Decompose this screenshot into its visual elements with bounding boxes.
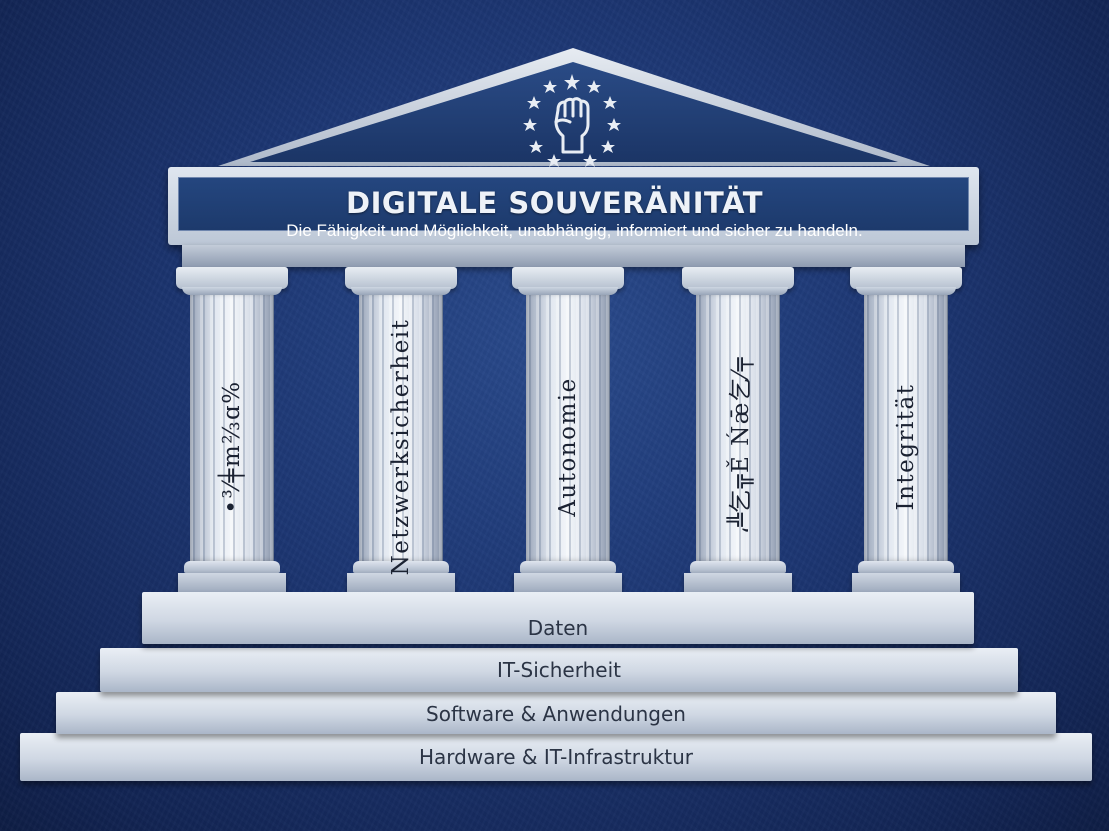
step-hardware: Hardware & IT-Infrastruktur <box>20 733 1092 781</box>
step-label-software: Software & Anwendungen <box>426 702 686 726</box>
step-label-daten: Daten <box>527 616 589 640</box>
pillar-capital <box>345 267 457 295</box>
pillar-label: •³⁄╪m⅔ɑ% <box>219 380 245 514</box>
step-label-it-sicherheit: IT-Sicherheit <box>497 658 621 682</box>
pillar-label: Netzwerksicherheit <box>388 318 414 576</box>
pillar-shaft <box>696 293 780 561</box>
page-subtitle: Die Fähigkeit und Möglichkeit, unabhängi… <box>286 221 863 240</box>
step-software: Software & Anwendungen <box>56 692 1056 734</box>
pillar-1: •³⁄╪m⅔ɑ% <box>176 267 288 597</box>
pillar-5: Integrität <box>850 267 962 597</box>
step-label-hardware: Hardware & IT-Infrastruktur <box>419 745 693 769</box>
pillar-label: Autonomie <box>555 377 581 517</box>
pillar-label: ،╩乞╦Ě Ńǣ乞⁄╤ <box>728 355 754 535</box>
raised-fist-with-stars-icon <box>523 74 621 167</box>
pillar-4: ،╩乞╦Ě Ńǣ乞⁄╤ <box>682 267 794 597</box>
page-title: DIGITALE SOUVERÄNITÄT <box>346 186 763 220</box>
pillar-shaft <box>864 293 948 561</box>
pillar-capital <box>850 267 962 295</box>
title-banner <box>178 177 969 231</box>
pillar-shaft <box>359 293 443 561</box>
pillar-2: Netzwerksicherheit <box>345 267 457 597</box>
pillar-label: Integrität <box>893 383 919 511</box>
pillar-shaft <box>190 293 274 561</box>
pillar-capital <box>512 267 624 295</box>
pillar-capital <box>176 267 288 295</box>
entablature <box>168 167 979 245</box>
pillar-capital <box>682 267 794 295</box>
step-it-sicherheit: IT-Sicherheit <box>100 648 1018 692</box>
step-daten: Daten <box>142 592 974 644</box>
pillar-shaft <box>526 293 610 561</box>
architrave <box>182 245 965 267</box>
pillar-3: Autonomie <box>512 267 624 597</box>
